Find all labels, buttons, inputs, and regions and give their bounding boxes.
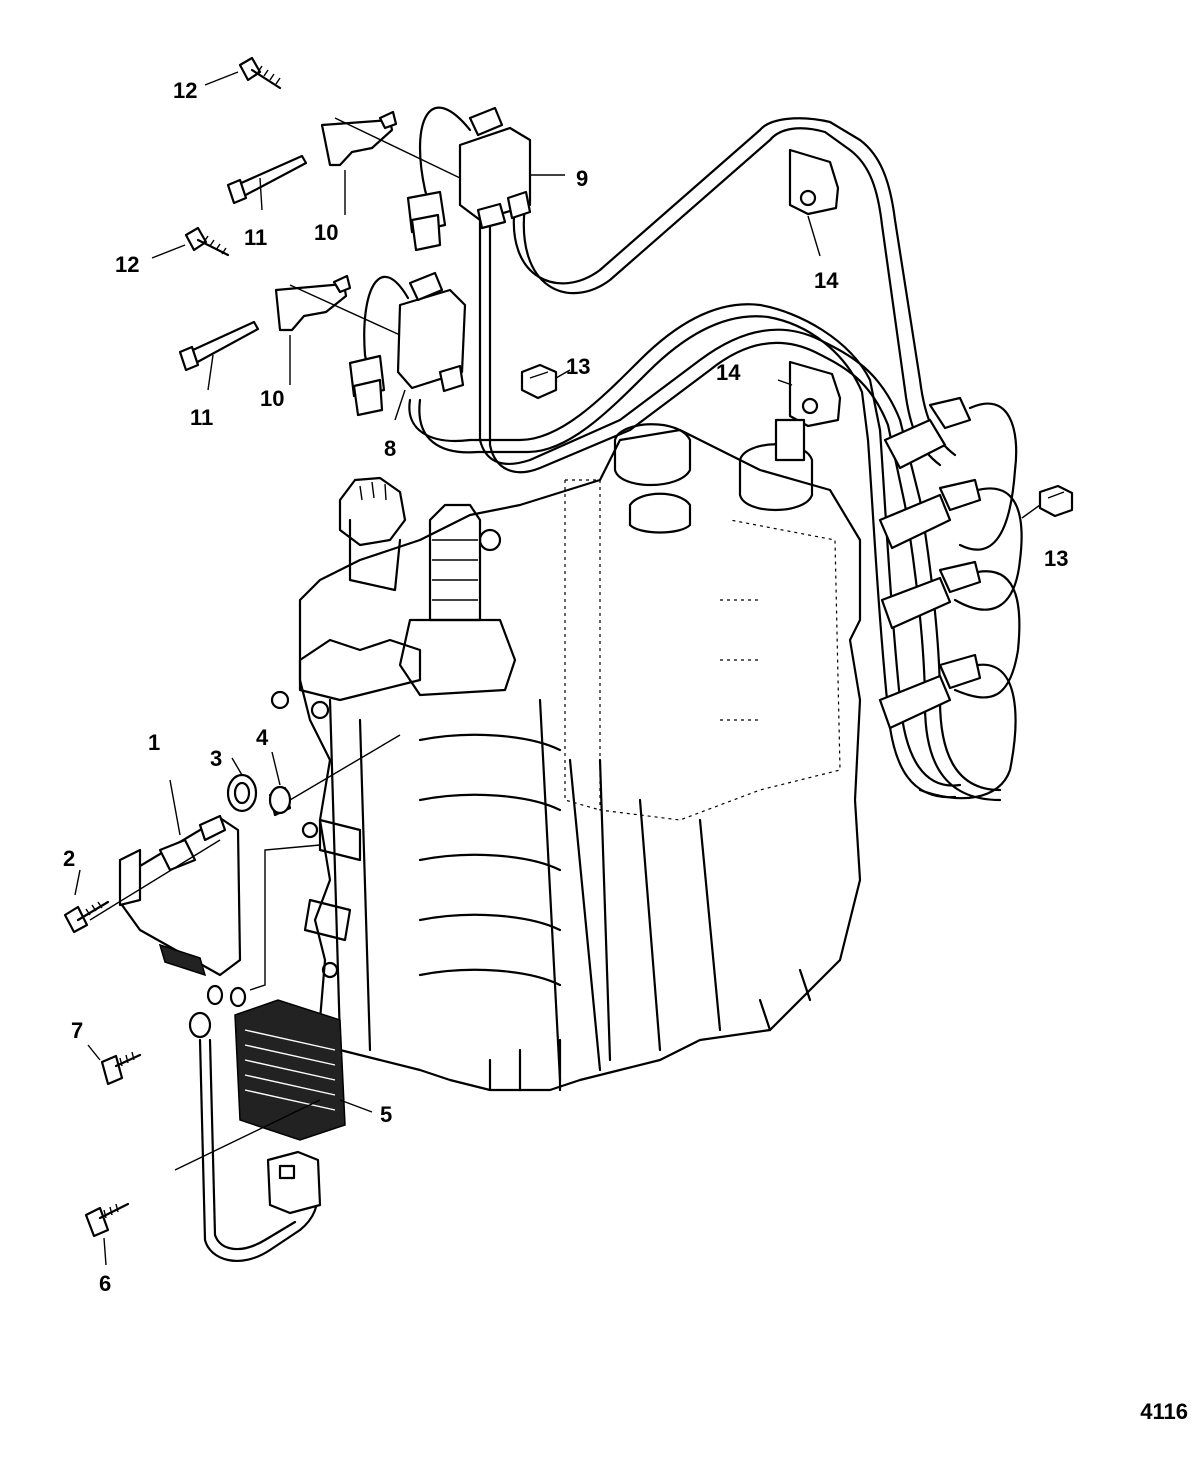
callout-12-lower: 12 — [115, 252, 139, 277]
rectifier-regulator — [174, 999, 373, 1171]
callout-13-right: 13 — [1044, 546, 1068, 571]
callout-14-lower: 14 — [716, 360, 741, 385]
clamps-13 — [520, 363, 1074, 519]
callout-1: 1 — [148, 730, 160, 755]
brackets-14 — [774, 148, 842, 462]
callout-3: 3 — [210, 746, 222, 771]
hidden-outline — [564, 479, 841, 821]
bolts-12 — [151, 56, 282, 259]
callout-9: 9 — [576, 166, 588, 191]
ignition-coil-lower — [348, 271, 467, 421]
callout-12-upper: 12 — [173, 78, 197, 103]
grommet-and-collar — [226, 734, 401, 817]
callout-8: 8 — [384, 436, 396, 461]
callout-11-upper: 11 — [244, 225, 267, 250]
reference-number: 4116 — [1140, 1399, 1188, 1424]
bolts-6-7 — [84, 1044, 142, 1266]
callout-14-upper: 14 — [814, 268, 839, 293]
callout-5: 5 — [380, 1102, 392, 1127]
ignition-coil-upper — [406, 106, 565, 252]
callout-labels: 1 2 3 4 5 6 7 8 9 10 10 11 11 12 12 13 1… — [63, 78, 1068, 1296]
coil-brackets — [274, 110, 461, 385]
callout-11-lower: 11 — [190, 405, 213, 430]
wiring-harness — [188, 844, 322, 1262]
callout-10-lower: 10 — [260, 386, 284, 411]
callout-2: 2 — [63, 846, 75, 871]
engine-block — [270, 423, 862, 1092]
cable-ties — [178, 154, 308, 391]
callout-6: 6 — [99, 1271, 111, 1296]
callout-4: 4 — [256, 725, 269, 750]
spark-plug-leads — [408, 117, 1023, 802]
callout-10-upper: 10 — [314, 220, 338, 245]
bolt-2 — [63, 839, 221, 934]
callout-13-upper: 13 — [566, 354, 590, 379]
cdi-unit — [118, 779, 242, 977]
callout-7: 7 — [71, 1018, 83, 1043]
